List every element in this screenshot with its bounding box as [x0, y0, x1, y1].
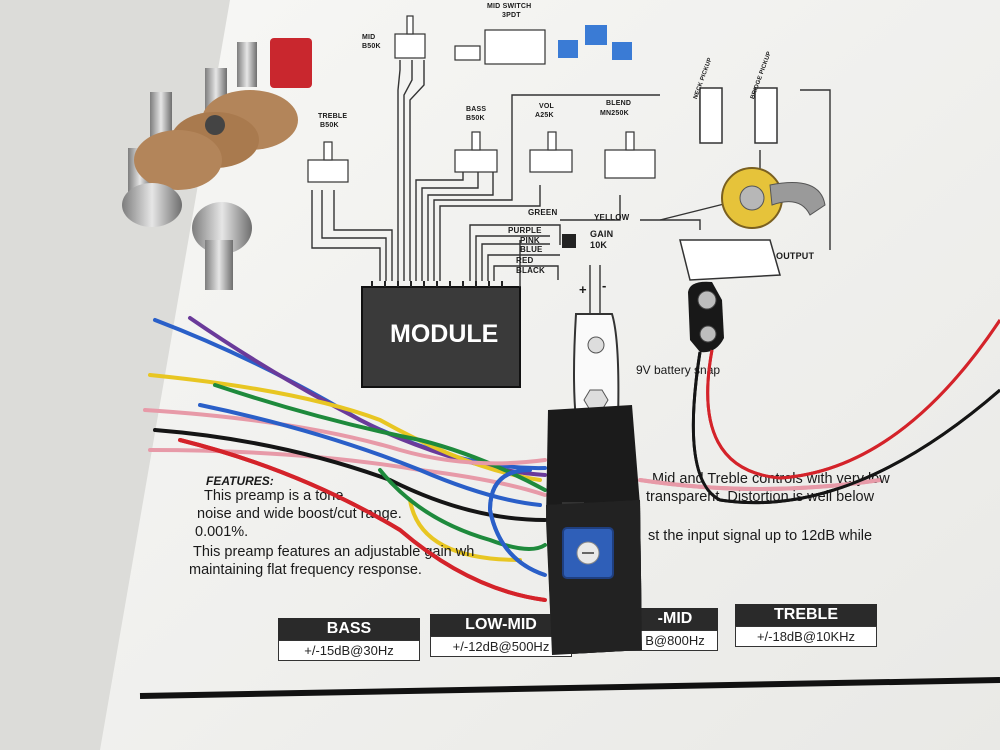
features-line-1: This preamp is a tone	[204, 488, 344, 504]
band-mid-value: B@800Hz	[582, 630, 718, 651]
mid-switch-value: 3PDT	[502, 12, 521, 19]
module-block	[361, 286, 521, 388]
wire-label-green: GREEN	[528, 208, 558, 217]
treble-pot-value: B50K	[320, 122, 339, 129]
wire-label-black: BLACK	[516, 266, 545, 275]
gain-pot-label: GAIN	[590, 229, 614, 239]
bass-pot-value: B50K	[466, 115, 485, 122]
band-treble: TREBLE +/-18dB@10KHz	[735, 604, 877, 647]
treble-pot-label: TREBLE	[318, 113, 348, 120]
band-bass: BASS +/-15dB@30Hz	[278, 618, 420, 661]
module-label: MODULE	[390, 320, 499, 348]
gain-pot-value: 10K	[590, 240, 608, 250]
features-line-4: transparent. Distortion is well below	[646, 489, 875, 505]
band-bass-value: +/-15dB@30Hz	[278, 640, 420, 661]
wire-label-purple: PURPLE	[508, 226, 542, 235]
band-low-mid-name: LOW-MID	[430, 614, 572, 636]
features-line-7: st the input signal up to 12dB while	[648, 528, 873, 544]
vol-pot-label: VOL	[539, 103, 554, 110]
mid-switch-label: MID SWITCH	[487, 3, 532, 10]
vol-pot-value: A25K	[535, 112, 554, 119]
output-jack-label: OUTPUT	[776, 251, 815, 261]
potentiometers-photo	[122, 38, 312, 290]
features-line-5: 0.001%.	[195, 524, 249, 540]
band-low-mid-value: +/-12dB@500Hz	[430, 636, 572, 657]
wire-label-pink: PINK	[520, 236, 540, 245]
blend-pot-value: MN250K	[600, 110, 629, 117]
features-title: FEATURES:	[206, 474, 274, 488]
band-treble-name: TREBLE	[735, 604, 877, 626]
band-mid-name: -MID	[582, 608, 718, 630]
band-mid: -MID B@800Hz	[582, 608, 718, 651]
wire-label-red: RED	[516, 256, 534, 265]
bass-pot-label: BASS	[466, 106, 487, 113]
band-treble-value: +/-18dB@10KHz	[735, 626, 877, 647]
features-line-2: Mid and Treble controls with very low	[652, 471, 890, 487]
mid-pot-label: MID	[362, 34, 376, 41]
features-line-6: This preamp features an adjustable gain …	[193, 544, 475, 560]
wire-label-blue: BLUE	[520, 245, 543, 254]
mid-pot-value: B50K	[362, 43, 381, 50]
battery-plus-label: +	[579, 282, 587, 297]
band-low-mid: LOW-MID +/-12dB@500Hz	[430, 614, 572, 657]
wire-label-yellow: YELLOW	[594, 213, 630, 222]
battery-snap-label: 9V battery snap	[636, 363, 721, 377]
features-line-8: maintaining flat frequency response.	[189, 562, 422, 578]
band-bass-name: BASS	[278, 618, 420, 640]
blend-pot-label: BLEND	[606, 100, 632, 107]
features-line-3: noise and wide boost/cut range.	[197, 506, 402, 522]
battery-minus-label: -	[602, 278, 607, 293]
